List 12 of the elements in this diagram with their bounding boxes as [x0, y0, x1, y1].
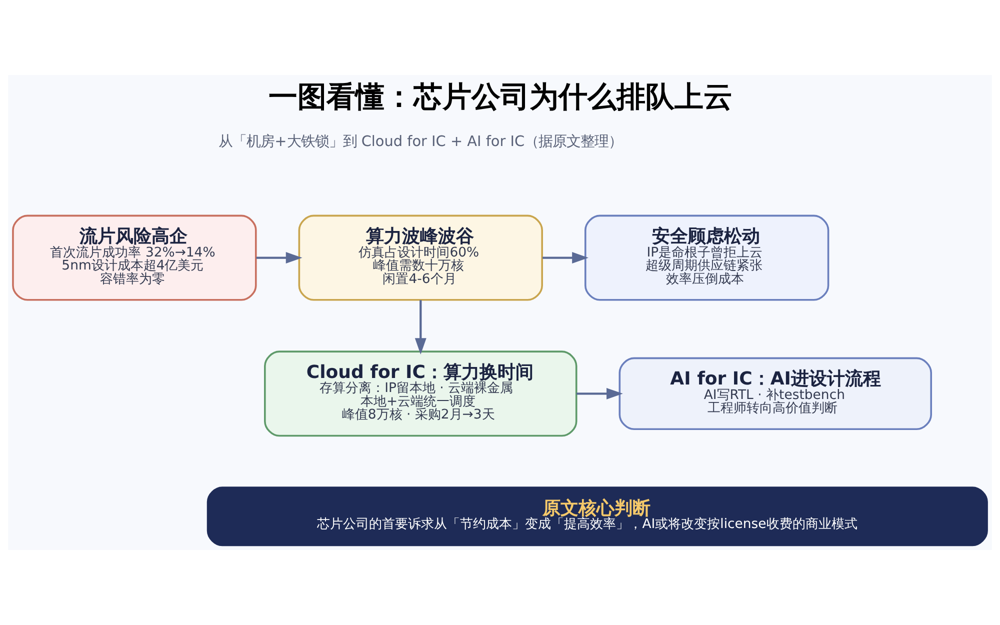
arrow: [576, 388, 623, 400]
arrow: [256, 252, 302, 264]
diagram-title: 一图看懂：芯片公司为什么排队上云: [268, 80, 733, 114]
arrow: [414, 300, 426, 355]
node-box: AI for IC：AI进设计流程 AI写RTL · 补testbench 工程师转向高价值判断: [618, 357, 932, 430]
node-box: Cloud for IC：算力换时间 存算分离：IP留本地 · 云端裸金属 本地+云端统一调度 峰值8万核 · 采购2月→3天: [264, 350, 578, 437]
label: 从「机房+大铁锁」到 Cloud for IC + AI for IC（据原文整理）: [218, 134, 623, 150]
node-box: 原文核心判断 芯片公司的首要诉求从「节约成本」变成「提高效率」，AI或将改变按license收费的商业模式: [206, 486, 988, 546]
node-box: 算力波峰波谷 仿真占设计时间60% 峰值需数十万核 闲置4-6个月: [298, 214, 543, 301]
arrow: [542, 252, 588, 264]
node-box: 安全顾虑松动 IP是命根子曾拒上云 超级周期供应链紧张 效率压倒成本: [584, 214, 830, 301]
node-box: 流片风险高企 首次流片成功率 32%→14% 5nm设计成本超4亿美元 容错率为零: [12, 214, 257, 301]
